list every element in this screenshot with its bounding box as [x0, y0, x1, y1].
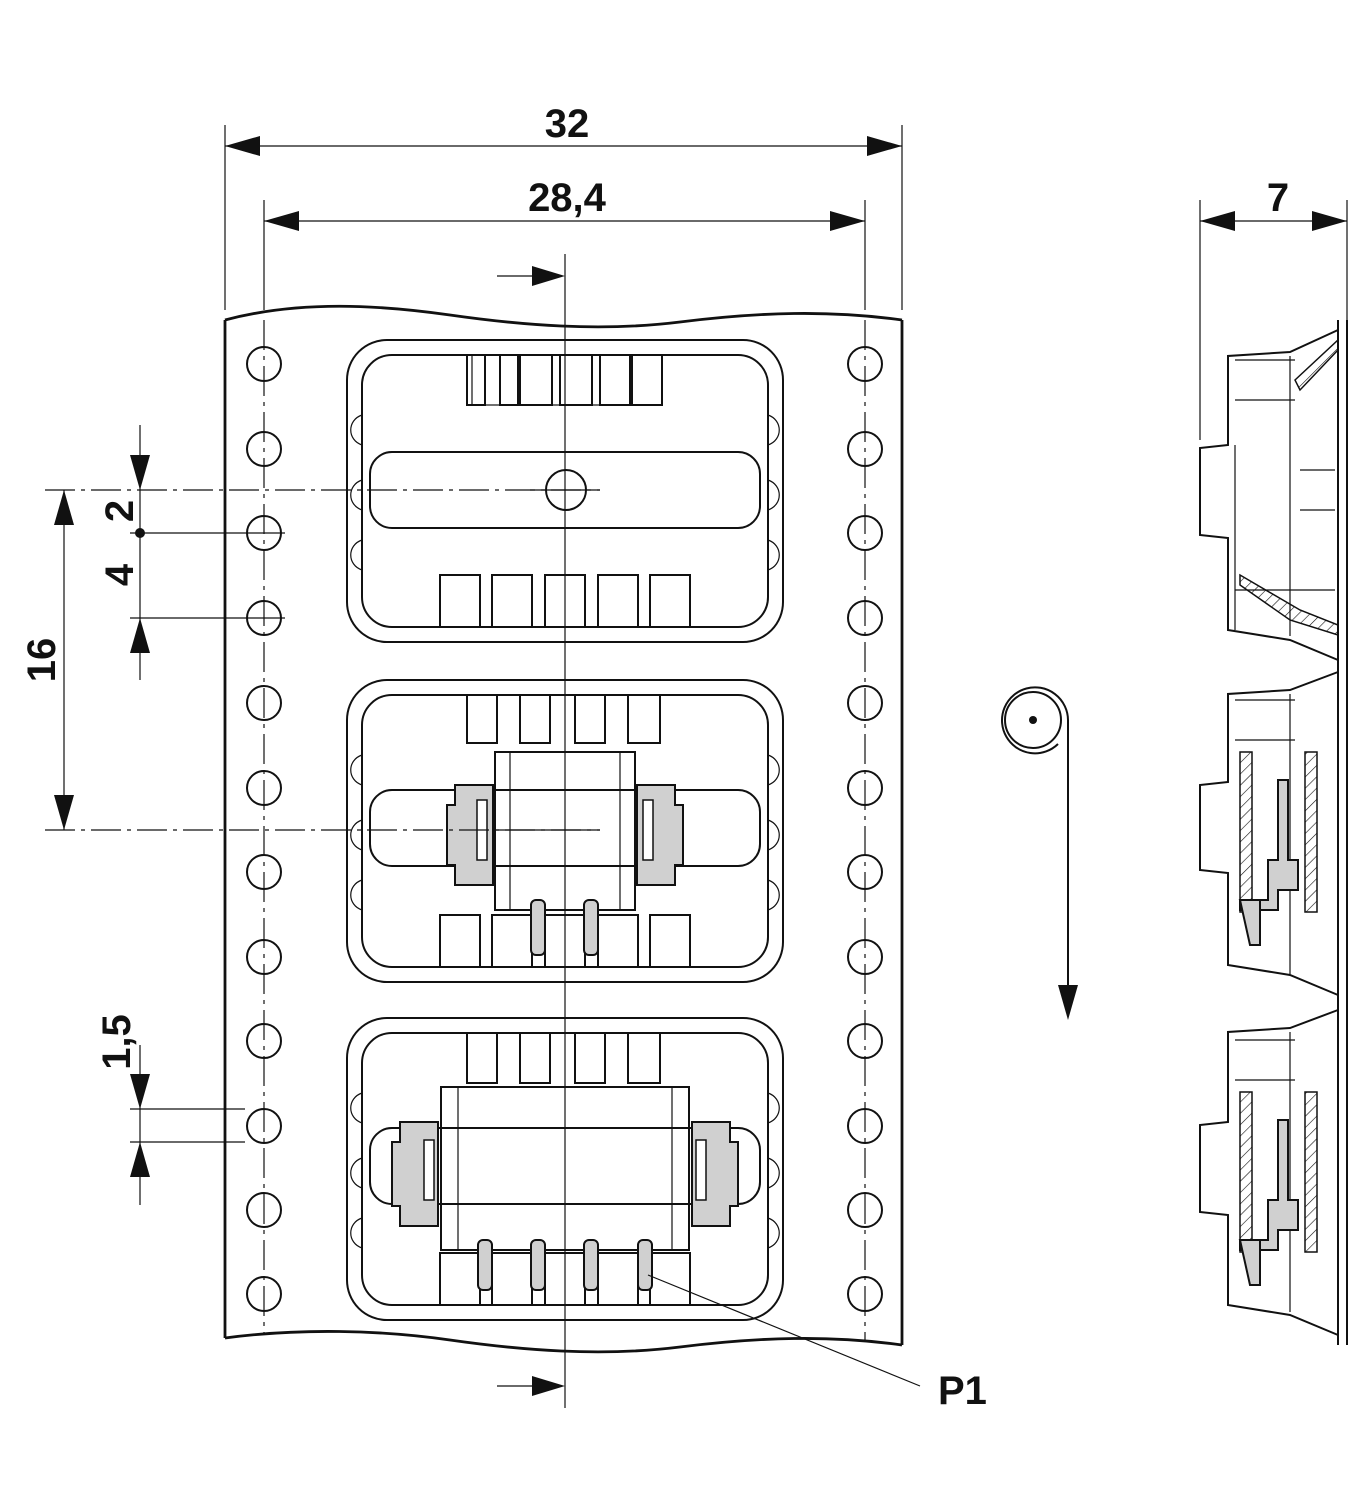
pocket-centerline: [497, 254, 566, 1408]
feed-direction-arrow-icon: [1058, 720, 1078, 1020]
dimension-label-2: 2: [98, 500, 142, 522]
reference-lines: [45, 489, 600, 1143]
dimension-label-1-5: 1,5: [95, 1014, 139, 1070]
pin1-label: P1: [938, 1369, 987, 1413]
pocket-with-component-2: [346, 1017, 784, 1321]
sprocket-holes-right: [847, 346, 883, 1312]
reel-icon: [1001, 686, 1069, 755]
dimension-label-28-4: 28,4: [528, 176, 607, 220]
dimension-hole-span: 28,4: [263, 176, 866, 310]
dimension-label-4: 4: [98, 563, 142, 586]
dimension-label-32: 32: [545, 102, 590, 146]
dimension-tape-width: 32: [224, 102, 903, 310]
side-view: [1199, 320, 1348, 1345]
dimension-label-7: 7: [1267, 176, 1289, 220]
pin1-callout: P1: [647, 1274, 987, 1413]
dimension-hole-diameter: 1,5: [95, 1014, 150, 1205]
dimension-label-16: 16: [20, 638, 64, 683]
dimension-pocket-offset: 4: [98, 533, 150, 680]
carrier-tape: [223, 304, 904, 1354]
dimension-pocket-pitch: 16: [20, 490, 74, 830]
dimension-tape-thickness: 7: [1199, 176, 1348, 440]
sprocket-holes-left: [246, 346, 282, 1312]
dimension-hole-offset: 2: [98, 425, 150, 538]
